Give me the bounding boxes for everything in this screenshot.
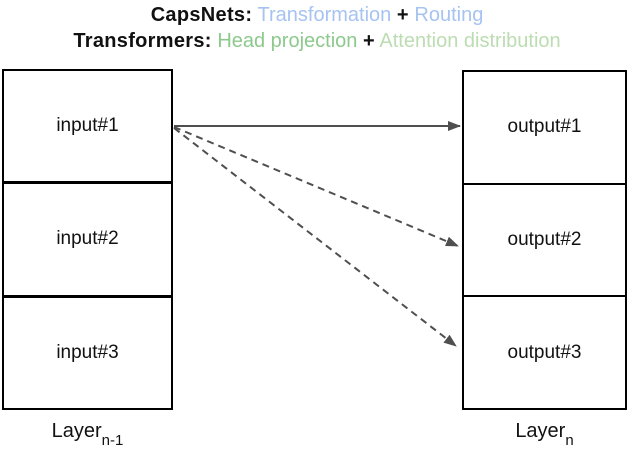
output-3-box: output#3 — [464, 295, 625, 408]
capsnets-prefix: CapsNets: — [150, 4, 253, 26]
capsnets-term-routing: Routing — [414, 4, 484, 26]
arrow-input1-to-output3 — [173, 127, 457, 347]
output-3-label: output#3 — [507, 341, 582, 363]
transformers-prefix: Transformers: — [73, 30, 212, 52]
output-1-label: output#1 — [507, 116, 582, 138]
title-line-capsnets: CapsNets: Transformation + Routing — [0, 2, 634, 28]
layer-label-base: Layer — [51, 420, 102, 442]
transformers-term-attention-distribution: Attention distribution — [379, 30, 561, 52]
layer-label-subscript: n — [565, 432, 574, 449]
plus-sign: + — [362, 30, 375, 52]
transformers-term-head-projection: Head projection — [217, 30, 358, 52]
layer-n-minus-1-column: input#1 input#2 input#3 — [2, 69, 173, 410]
diagram-title: CapsNets: Transformation + Routing Trans… — [0, 2, 634, 54]
plus-sign: + — [396, 4, 409, 26]
title-line-transformers: Transformers: Head projection + Attentio… — [0, 28, 634, 54]
arrow-input1-to-output2 — [173, 126, 459, 247]
layer-label-base: Layer — [515, 420, 566, 442]
capsnets-term-transformation: Transformation — [257, 4, 392, 26]
layer-n-column: output#1 output#2 output#3 — [462, 70, 627, 410]
layer-n-caption: Layern — [462, 420, 627, 449]
input-2-label: input#2 — [56, 228, 119, 250]
input-3-label: input#3 — [56, 341, 119, 363]
output-1-box: output#1 — [464, 72, 625, 183]
layer-n-minus-1-caption: Layern-1 — [2, 420, 173, 449]
input-3-box: input#3 — [4, 294, 171, 408]
input-1-label: input#1 — [56, 115, 119, 137]
output-2-box: output#2 — [464, 182, 625, 296]
input-1-box: input#1 — [4, 71, 171, 181]
input-2-box: input#2 — [4, 181, 171, 294]
output-2-label: output#2 — [507, 229, 582, 250]
layer-label-subscript: n-1 — [101, 432, 124, 449]
